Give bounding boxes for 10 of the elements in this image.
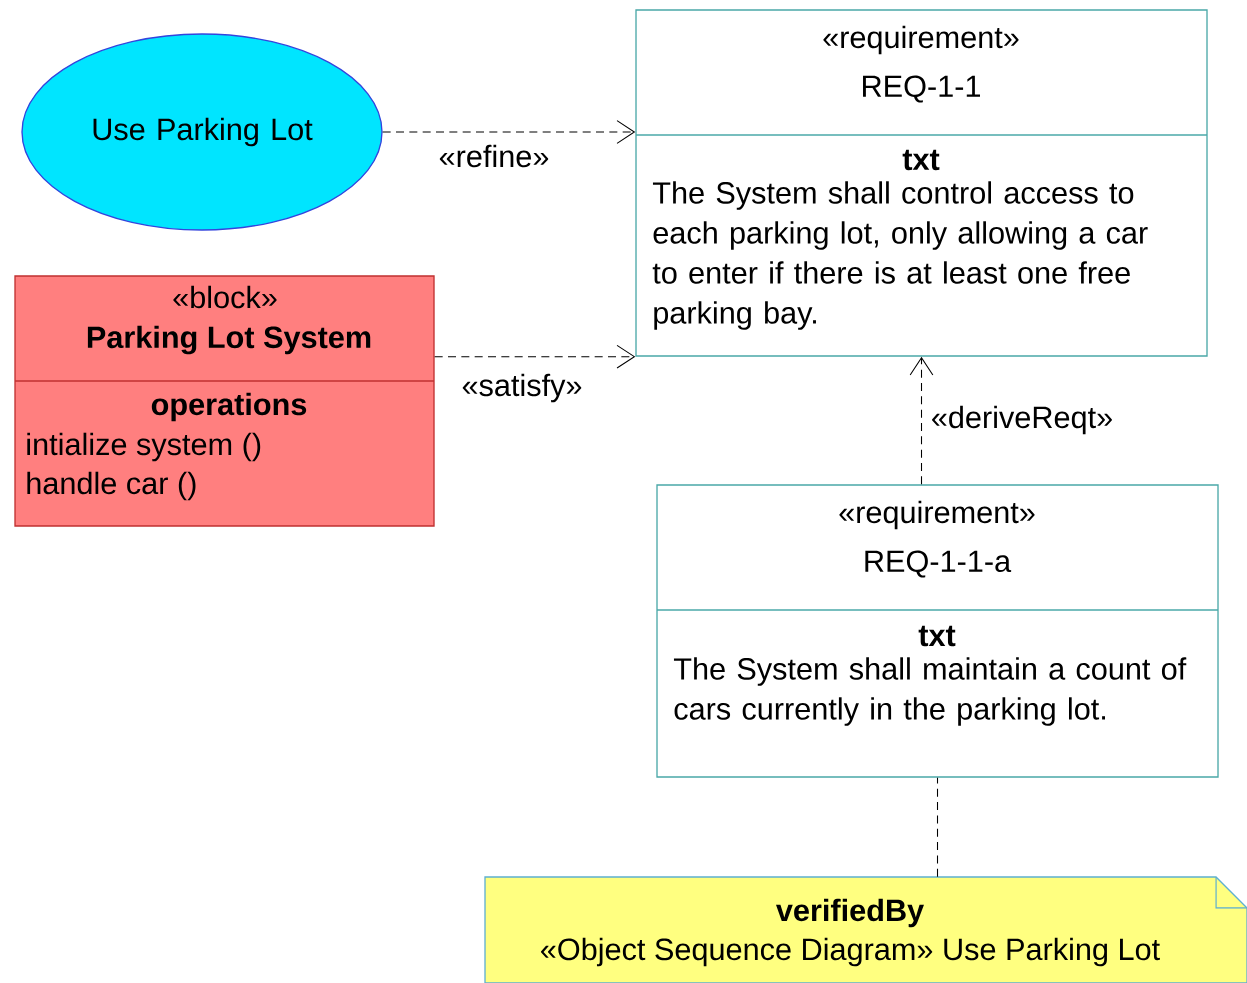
dashed-arrow <box>382 120 636 144</box>
note-box: verifiedBy «Object Sequence Diagram» Use Parking Lot <box>484 876 1247 983</box>
edge-label: «refine» <box>435 142 553 170</box>
block-box: «block» Parking Lot System operations intialize system () handle car () <box>14 275 435 527</box>
requirement-box: «requirement» REQ-1-1 txt The System shall control access to each parking lot, only allowing a car to enter if there is at least one free parking bay. <box>635 9 1208 357</box>
edge-label: «deriveReqt» <box>928 403 1116 437</box>
dashed-arrow <box>434 344 636 369</box>
edge-label: «satisfy» <box>458 371 586 405</box>
requirement-box: «requirement» REQ-1-1-a txt The System shall maintain a count of cars currently in the parking lot. <box>656 484 1219 778</box>
dashed-arrow <box>909 356 934 485</box>
